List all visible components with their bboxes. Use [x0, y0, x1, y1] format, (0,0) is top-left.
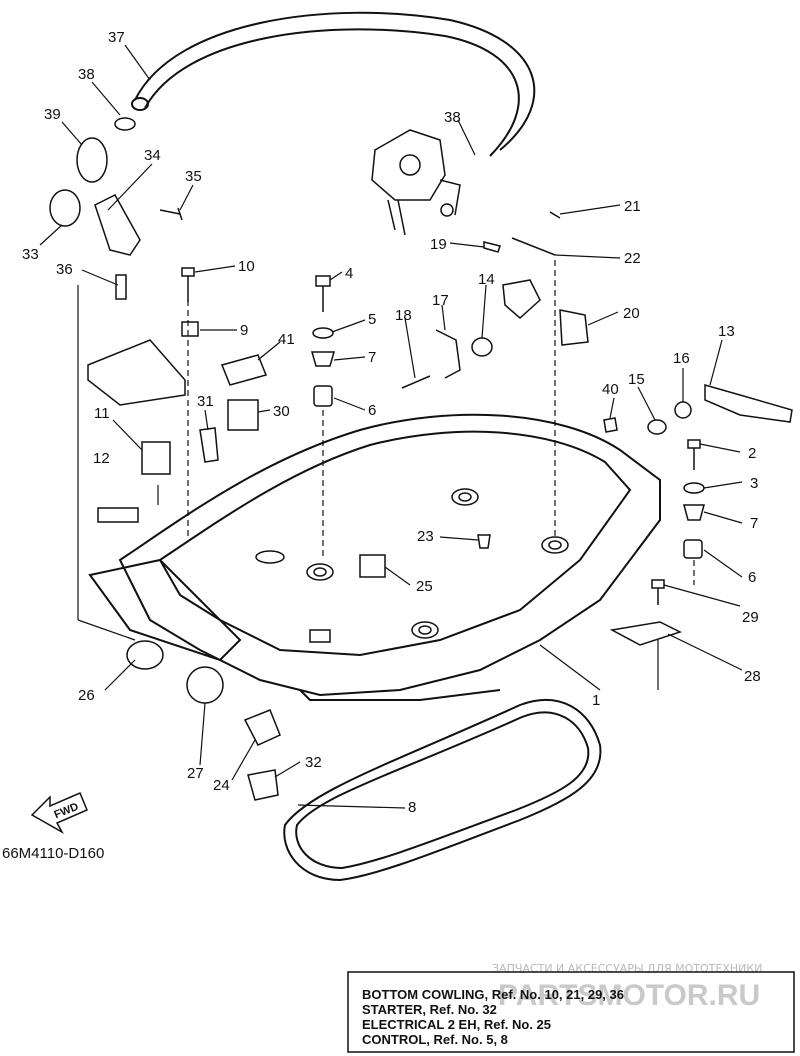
- callout-41: 41: [278, 331, 295, 348]
- callout-20: 20: [623, 305, 640, 322]
- callout-26: 26: [78, 687, 95, 704]
- callout-38: 38: [444, 109, 461, 126]
- bottom-cowling-part-1: [88, 413, 661, 701]
- callout-40: 40: [602, 381, 619, 398]
- fwd-arrow-icon: FWD: [30, 792, 88, 834]
- hose-part-37: [131, 11, 536, 157]
- callout-37: 37: [108, 29, 125, 46]
- callout-21: 21: [624, 198, 641, 215]
- leader-lines: [39, 44, 743, 809]
- callout-32: 32: [305, 754, 322, 771]
- callout-labels: 1 2 3 4 5 6 6 7 7 8 9 10 11 12 13 14 15 …: [22, 29, 761, 816]
- callout-28: 28: [744, 668, 761, 685]
- callout-5: 5: [368, 311, 376, 328]
- callout-7: 7: [368, 349, 376, 366]
- callout-8: 8: [408, 799, 416, 816]
- callout-16: 16: [673, 350, 690, 367]
- engine-bracket: [371, 129, 461, 236]
- callout-27: 27: [187, 765, 204, 782]
- watermark-brand: PARTSMOTOR.RU: [498, 979, 760, 1012]
- callout-2: 2: [748, 445, 756, 462]
- callout-7: 7: [750, 515, 758, 532]
- callout-18: 18: [395, 307, 412, 324]
- legend-line-4: CONTROL, Ref. No. 5, 8: [362, 1032, 508, 1047]
- callout-30: 30: [273, 403, 290, 420]
- callout-33: 33: [22, 246, 39, 263]
- legend-line-3: ELECTRICAL 2 EH, Ref. No. 25: [362, 1017, 551, 1032]
- callout-25: 25: [416, 578, 433, 595]
- gasket-part-8: [283, 699, 602, 882]
- callout-15: 15: [628, 371, 645, 388]
- callout-35: 35: [185, 168, 202, 185]
- callout-29: 29: [742, 609, 759, 626]
- callout-36: 36: [56, 261, 73, 278]
- callout-10: 10: [238, 258, 255, 275]
- callout-39: 39: [44, 106, 61, 123]
- legend-box: BOTTOM COWLING, Ref. No. 10, 21, 29, 36 …: [347, 971, 795, 1053]
- callout-24: 24: [213, 777, 230, 794]
- callout-34: 34: [144, 147, 161, 164]
- small-parts: [49, 117, 793, 801]
- callout-4: 4: [345, 265, 353, 282]
- watermark-caption: ЗАПЧАСТИ И АКСЕССУАРЫ ДЛЯ МОТОТЕХНИКИ: [492, 962, 762, 975]
- callout-11: 11: [94, 405, 110, 422]
- callout-6: 6: [368, 402, 376, 419]
- callout-9: 9: [240, 322, 248, 339]
- callout-14: 14: [478, 271, 495, 288]
- callout-1: 1: [592, 692, 600, 709]
- callout-6: 6: [748, 569, 756, 586]
- callout-31: 31: [197, 393, 214, 410]
- callout-13: 13: [718, 323, 735, 340]
- diagram-code: 66M4110-D160: [2, 845, 104, 862]
- cowling-sockets: [255, 488, 569, 643]
- callout-38: 38: [78, 66, 95, 83]
- callout-22: 22: [624, 250, 641, 267]
- legend-line-2: STARTER, Ref. No. 32: [362, 1002, 497, 1017]
- callout-12: 12: [93, 450, 110, 467]
- callout-23: 23: [417, 528, 434, 545]
- legend-line-1: BOTTOM COWLING, Ref. No. 10, 21, 29, 36: [362, 987, 624, 1002]
- callout-3: 3: [750, 475, 758, 492]
- callout-19: 19: [430, 236, 447, 253]
- callout-17: 17: [432, 292, 449, 309]
